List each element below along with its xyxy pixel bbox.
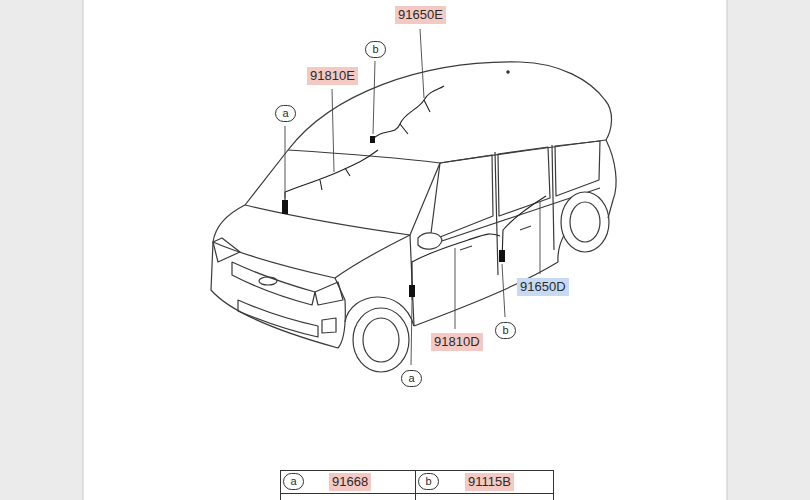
label-text: b: [419, 474, 438, 489]
logo: [259, 277, 277, 285]
rear-wheel: [561, 192, 609, 252]
rear-door-window: [498, 147, 550, 216]
label-text: 91115B: [468, 474, 511, 490]
roof-outline: [288, 62, 612, 150]
callout-circle: b: [365, 41, 386, 58]
wiring-harness: [285, 86, 546, 300]
table-border: [281, 471, 554, 500]
label-text: 91810D: [434, 334, 480, 350]
harness-wire: [372, 86, 444, 140]
leader-line: [502, 264, 505, 317]
connector: [499, 250, 505, 262]
harness-wire: [412, 234, 500, 300]
label-text: a: [284, 474, 303, 489]
front-fascia: [211, 242, 345, 348]
side-panel: [727, 0, 810, 500]
label-text: 91650E: [398, 7, 443, 23]
wheel-rim: [363, 318, 399, 362]
quarter-window: [555, 141, 600, 196]
leader-line: [455, 248, 456, 329]
roof-edge: [288, 140, 606, 163]
door-handle: [460, 246, 472, 250]
part-number: 91810D: [431, 333, 483, 351]
callout-circle: b: [495, 322, 516, 339]
car-body: [211, 62, 616, 372]
headlight: [315, 282, 343, 305]
headlight: [213, 238, 240, 262]
label-text: 91810E: [310, 68, 355, 84]
part-number-highlight: 91650D: [517, 278, 569, 296]
panel-edge: [727, 0, 728, 500]
leader-lines: [285, 29, 540, 365]
leader-line: [420, 29, 424, 98]
front-wheel: [353, 308, 409, 372]
label-text: 91650D: [520, 279, 566, 295]
connectors: [282, 136, 505, 297]
mirror: [418, 233, 442, 249]
harness-wire: [502, 196, 546, 262]
rear-door-line: [552, 145, 554, 250]
callout-circle: a: [275, 105, 296, 122]
rear-end: [606, 140, 616, 218]
table-divider: [415, 470, 416, 500]
harness-branch: [400, 100, 430, 134]
door-handle: [520, 226, 531, 230]
callout-circle: a: [283, 473, 304, 490]
part-number: 91115B: [465, 473, 514, 491]
label-text: a: [402, 371, 421, 386]
part-number: 91650E: [395, 6, 446, 24]
label-text: b: [496, 323, 515, 338]
leader-line: [285, 126, 286, 198]
label-text: a: [276, 106, 295, 121]
part-number: 91668: [329, 473, 371, 491]
windshield: [245, 150, 440, 235]
lower-grille: [238, 300, 318, 337]
antenna: [507, 71, 509, 73]
connector: [282, 200, 288, 214]
side-panel: [0, 0, 83, 500]
harness-branch: [320, 168, 350, 190]
fog-lamp: [322, 318, 336, 333]
callout-circle: a: [401, 370, 422, 387]
callout-circle: b: [418, 473, 439, 490]
label-text: 91668: [332, 474, 368, 490]
front-door-window: [430, 155, 493, 241]
connector: [409, 285, 415, 297]
part-number: 91810E: [307, 67, 358, 85]
connector: [370, 136, 375, 143]
leader-line: [540, 202, 541, 274]
leader-line: [332, 89, 334, 172]
harness-wire: [285, 150, 378, 214]
leader-line: [373, 61, 375, 134]
leader-line: [411, 300, 412, 365]
grille: [232, 262, 315, 305]
wheel-rim: [570, 202, 600, 242]
panel-edge: [83, 0, 84, 500]
table-divider: [280, 493, 554, 494]
label-text: b: [366, 42, 385, 57]
b-pillar: [495, 152, 498, 275]
parts-table: [280, 470, 554, 500]
